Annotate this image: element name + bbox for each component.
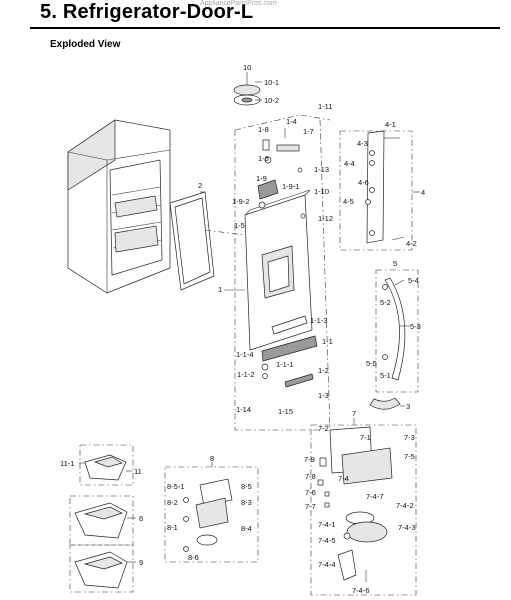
- door-bin-medium-illustration: [69, 495, 134, 546]
- callout-10: 10: [243, 63, 251, 72]
- callout-2: 2: [198, 181, 202, 190]
- door-gasket-illustration: [169, 191, 246, 291]
- callout-1-12: 1-12: [318, 214, 333, 223]
- callout-1-4: 1-4: [286, 117, 297, 126]
- callout-8: 8: [210, 454, 214, 463]
- cap-deco-illustration: [233, 84, 261, 106]
- callout-1-9-1: 1-9-1: [282, 182, 300, 191]
- callout-1-10: 1-10: [314, 187, 329, 196]
- door-handle-illustration: [375, 269, 419, 393]
- watermark: AppliancePartsPros.com: [200, 0, 277, 7]
- callout-7-7: 7-7: [305, 502, 316, 511]
- callout-3: 3: [406, 402, 410, 411]
- callout-10-2: 10-2: [264, 96, 279, 105]
- trim-cap-illustration: [369, 397, 401, 410]
- callout-1-1-4: 1-1-4: [236, 350, 254, 359]
- callout-7-4-1: 7-4-1: [318, 520, 336, 529]
- callout-8-1: 8-1: [167, 523, 178, 532]
- callout-8-6: 8-6: [188, 553, 199, 562]
- callout-8-4: 8-4: [241, 524, 252, 533]
- callout-labels: 10 10-1 10-2 1-11 1-4 1-8 1-7 1-6 1-13 1…: [60, 63, 425, 595]
- title-divider: [30, 27, 500, 29]
- callout-1-2: 1-2: [318, 366, 329, 375]
- leader-lines: [79, 72, 420, 563]
- callout-4-2: 4-2: [406, 239, 417, 248]
- page-title: 5. Refrigerator-Door-L: [40, 1, 254, 23]
- callout-1-1: 1-1: [322, 337, 333, 346]
- dispenser-assembly-illustration: [310, 424, 417, 596]
- callout-11-1: 11-1: [60, 459, 74, 468]
- callout-1-9-2: 1-9-2: [232, 197, 250, 206]
- callout-7-4: 7-4: [338, 474, 349, 483]
- door-assembly-frame: [234, 114, 331, 431]
- callout-1-15: 1-15: [278, 407, 293, 416]
- callout-4-4: 4-4: [344, 159, 355, 168]
- callout-1-13: 1-13: [314, 165, 329, 174]
- callout-4-6: 4-6: [358, 178, 369, 187]
- callout-1-1-2: 1-1-2: [237, 370, 255, 379]
- callout-5-3: 5-3: [410, 322, 421, 331]
- callout-1-7: 1-7: [303, 127, 314, 136]
- callout-7-4-2: 7-4-2: [396, 501, 414, 510]
- callout-5-2: 5-2: [380, 298, 391, 307]
- callout-1-6: 1-6: [258, 154, 269, 163]
- callout-7-8: 7-8: [305, 472, 316, 481]
- callout-7-4-4: 7-4-4: [318, 560, 336, 569]
- callout-1-14: 1-14: [236, 405, 251, 414]
- callout-5-1: 5-1: [380, 371, 391, 380]
- callout-1-3: 1-3: [318, 391, 329, 400]
- callout-7-9: 7-9: [304, 455, 315, 464]
- callout-1-9: 1-9: [256, 174, 267, 183]
- callout-7-6: 7-6: [305, 488, 316, 497]
- door-panel-illustration: [244, 189, 313, 351]
- callout-11: 11: [134, 467, 142, 476]
- callout-7-4-5: 7-4-5: [318, 536, 336, 545]
- callout-8-5: 8-5: [241, 482, 252, 491]
- lower-panel-illustration: [261, 315, 318, 388]
- refrigerator-cabinet-illustration: [67, 119, 171, 294]
- callout-5: 5: [393, 259, 397, 268]
- door-bin-small-illustration: [79, 444, 134, 486]
- callout-8-2: 8-2: [167, 498, 178, 507]
- callout-7-4-7: 7-4-7: [366, 492, 384, 501]
- callout-7-4-3: 7-4-3: [398, 523, 416, 532]
- section-subtitle: Exploded View: [50, 39, 121, 50]
- callout-4: 4: [421, 188, 425, 197]
- callout-9: 9: [139, 558, 143, 567]
- callout-4-1: 4-1: [385, 120, 396, 129]
- callout-5-4: 5-4: [408, 276, 419, 285]
- callout-1-11: 1-11: [318, 102, 332, 111]
- ice-chute-illustration: [164, 466, 259, 563]
- callout-4-3: 4-3: [357, 139, 368, 148]
- callout-7-2: 7-2: [318, 424, 329, 433]
- callout-8-3: 8-3: [241, 498, 252, 507]
- callout-1-5: 1-5: [234, 221, 245, 230]
- callout-7: 7: [352, 409, 356, 418]
- callout-8-5-1: 8-5-1: [167, 482, 185, 491]
- callout-7-5: 7-5: [404, 452, 415, 461]
- hinge-parts-illustration: [257, 128, 306, 219]
- callout-7-1: 7-1: [360, 433, 371, 442]
- callout-1-1-3: 1-1-3: [310, 316, 328, 325]
- door-bin-large-illustration: [69, 544, 134, 593]
- callout-1: 1: [218, 285, 222, 294]
- callout-5-5: 5-5: [366, 359, 377, 368]
- callout-7-3: 7-3: [404, 433, 415, 442]
- callout-6: 6: [139, 514, 143, 523]
- callout-4-5: 4-5: [343, 197, 354, 206]
- callout-1-1-1: 1-1-1: [276, 360, 294, 369]
- callout-7-4-6: 7-4-6: [352, 586, 370, 595]
- hinge-assembly-illustration: [339, 130, 413, 251]
- callout-10-1: 10-1: [264, 78, 279, 87]
- callout-1-8: 1-8: [258, 125, 269, 134]
